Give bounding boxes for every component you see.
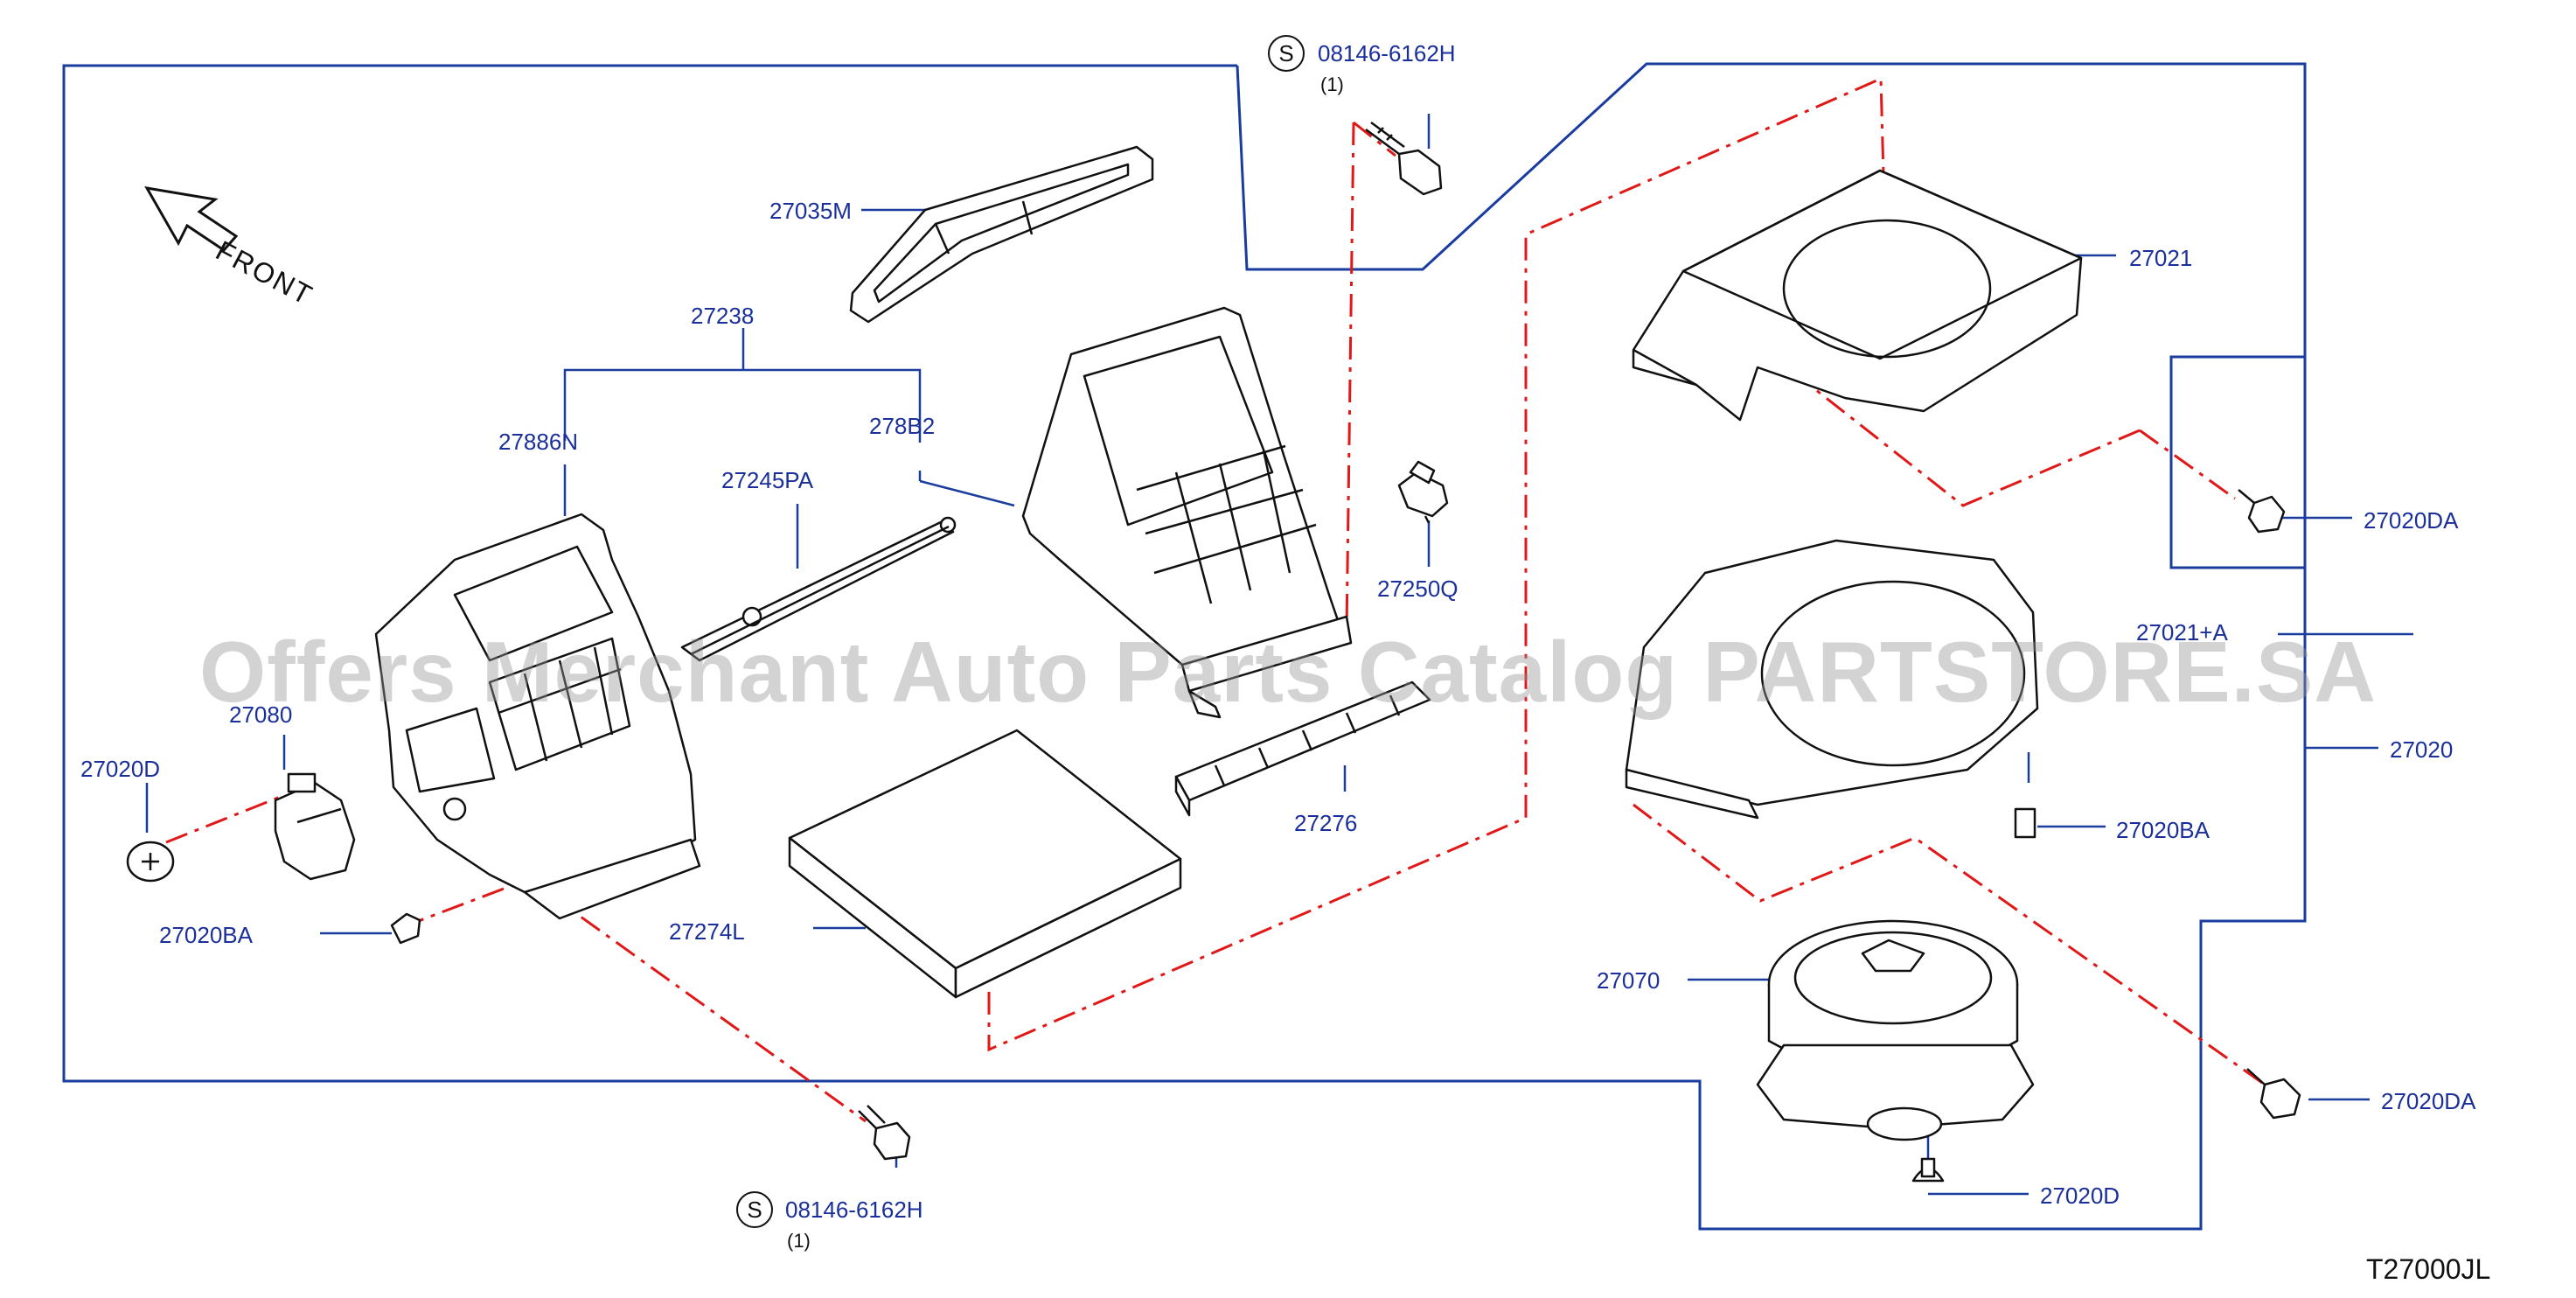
part-label-27020d-left[interactable]: 27020D (80, 756, 161, 782)
part-label-27080[interactable]: 27080 (229, 701, 293, 728)
clip-27020ba-left-icon (390, 912, 421, 945)
diagram-code: T27000JL (2366, 1253, 2491, 1285)
watermark: Offers Merchant Auto Parts Catalog PARTS… (198, 624, 2378, 720)
clip-27020ba-right-icon (2014, 807, 2036, 839)
blower-unit-boundary (1236, 62, 2307, 357)
actuator-27080-icon (274, 772, 356, 881)
dash-line-actuator (165, 794, 283, 844)
part-label-27020d-right[interactable]: 27020D (2040, 1183, 2120, 1209)
dash-line-case-top (1345, 122, 1355, 632)
part-label-27245pa[interactable]: 27245PA (721, 467, 814, 493)
screw-27020da-top-icon (2238, 489, 2286, 534)
dash-line-blower-screw (2139, 429, 2236, 500)
dash-line-clip-left (401, 882, 519, 929)
heater-unit-boundary (62, 64, 2307, 1231)
assembly-lines (165, 76, 2266, 1123)
screw-27020da-bottom-icon (2246, 1068, 2301, 1120)
part-label-08146-6162h-bottom[interactable]: 08146-6162H (785, 1197, 923, 1223)
sensor-27250q-icon (1397, 460, 1449, 524)
part-label-08146-6162h-top[interactable]: 08146-6162H (1318, 40, 1456, 66)
blower-case-27021a-icon (1625, 539, 2039, 820)
part-drawings (126, 121, 2301, 1183)
part-label-27250q[interactable]: 27250Q (1377, 576, 1459, 602)
dash-line-screw-bottom (546, 890, 867, 1123)
part-label-278b2[interactable]: 278B2 (869, 413, 936, 439)
case-278b2-icon (1021, 306, 1353, 719)
front-arrow-icon (144, 186, 239, 252)
part-label-27886n[interactable]: 27886N (498, 429, 579, 455)
dash-line-blower-case (1742, 331, 2141, 507)
standard-part-symbol-top: S (1268, 35, 1305, 72)
screw-27020d-left-icon (126, 841, 175, 883)
dash-line-filter (987, 76, 1889, 1052)
part-label-27276[interactable]: 27276 (1294, 810, 1358, 836)
screw-27020d-right-icon (1911, 1157, 1945, 1183)
part-label-27020da-top[interactable]: 27020DA (2364, 507, 2459, 534)
part-label-27020ba-left[interactable]: 27020BA (159, 922, 253, 948)
part-label-27020da-bottom[interactable]: 27020DA (2381, 1088, 2476, 1114)
screw-top-icon (1365, 121, 1443, 196)
grille-27276-icon (1174, 680, 1431, 817)
part-label-27274l[interactable]: 27274L (669, 918, 745, 945)
blower-case-27021-icon (1632, 169, 2083, 422)
part-quantity-bottom: (1) (787, 1230, 811, 1252)
part-label-27020[interactable]: 27020 (2390, 736, 2454, 763)
seal-27035m-icon (849, 145, 1154, 324)
dash-line-screw-top (1353, 121, 1396, 157)
part-label-27035m[interactable]: 27035M (769, 198, 852, 224)
assembly-boundaries (62, 62, 2307, 1231)
filter-27274l-icon (788, 729, 1182, 999)
blower-motor-27070-icon (1756, 919, 2035, 1141)
part-label-27238[interactable]: 27238 (691, 303, 755, 329)
part-label-27021[interactable]: 27021 (2129, 245, 2193, 271)
part-label-27070[interactable]: 27070 (1597, 967, 1660, 994)
part-quantity-top: (1) (1320, 73, 1344, 95)
shaft-27245pa-icon (680, 516, 957, 662)
case-27886n-icon (374, 513, 701, 920)
part-label-27021a[interactable]: 27021+A (2136, 619, 2228, 646)
standard-part-symbol-bottom: S (736, 1191, 773, 1228)
part-label-27020ba-right[interactable]: 27020BA (2116, 817, 2210, 843)
blower-unit-right-box (2169, 357, 2305, 569)
screw-bottom-icon (858, 1105, 911, 1161)
